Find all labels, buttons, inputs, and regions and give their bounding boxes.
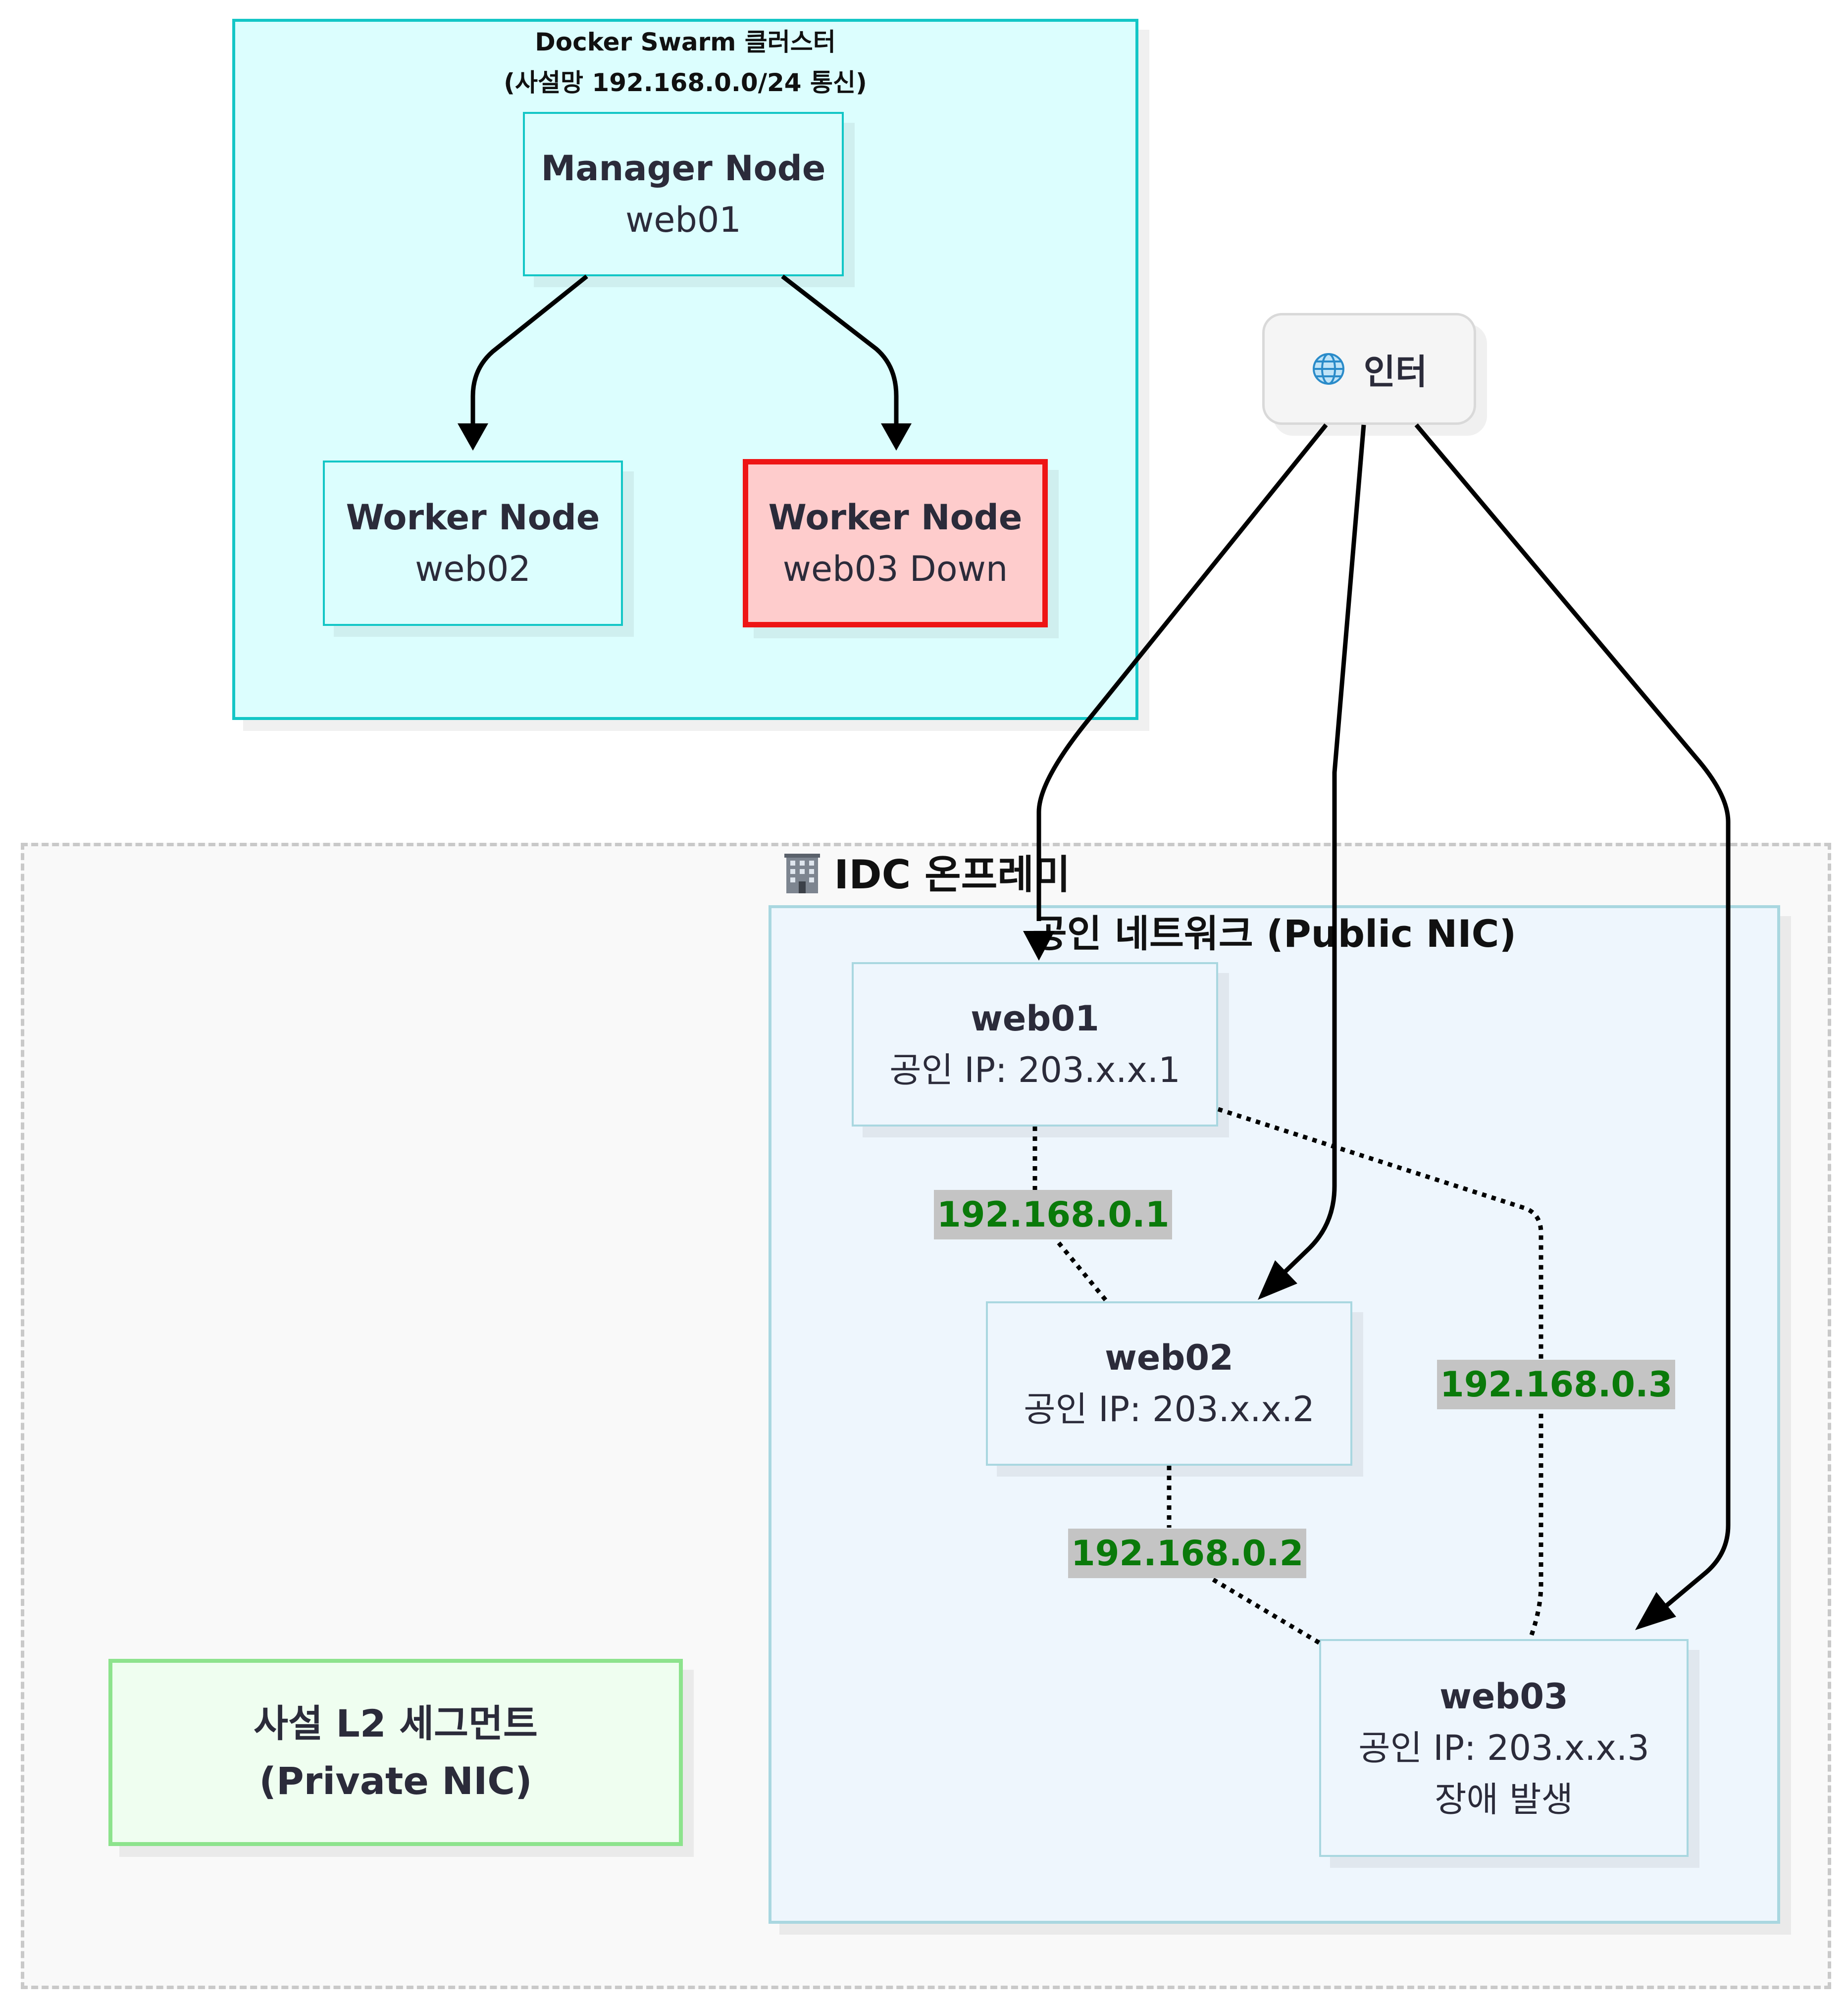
worker-node-web03[interactable]: Worker Node web03 Down [743, 459, 1048, 627]
idc-title: IDC 온프레미 [21, 848, 1831, 902]
web01-node[interactable]: web01 공인 IP: 203.x.x.1 [852, 962, 1218, 1127]
manager-node-title: Manager Node [541, 148, 826, 189]
link-web02-web03 [1167, 1466, 1321, 1645]
link-web01-web03 [1217, 1107, 1543, 1640]
globe-icon [1312, 353, 1344, 385]
web03-status: 장애 발생 [1435, 1779, 1573, 1820]
arrowhead-web01 [1023, 931, 1055, 961]
link-web01-web02 [1032, 1127, 1109, 1303]
public-network-title: 공인 네트워크 (Public NIC) [1032, 912, 1517, 956]
edge-manager-web02 [470, 274, 588, 426]
manager-node-host: web01 [625, 200, 741, 240]
private-l2-segment: 사설 L2 세그먼트 (Private NIC) [108, 1659, 683, 1846]
web01-ip: 공인 IP: 203.x.x.1 [889, 1050, 1181, 1090]
building-icon [784, 854, 821, 893]
cluster-title-line1: Docker Swarm 클러스터 [535, 28, 836, 56]
internet-label: 인터 [1363, 351, 1428, 392]
edge-label-ip1: 192.168.0.1 [934, 1190, 1173, 1239]
idc-title-text: IDC 온프레미 [834, 852, 1071, 898]
private-l2-title: 사설 L2 세그먼트 (Private NIC) [254, 1701, 538, 1803]
worker-node-web02-title: Worker Node [346, 497, 600, 538]
web02-node[interactable]: web02 공인 IP: 203.x.x.2 [986, 1301, 1352, 1466]
edge-internet-web02 [1278, 424, 1366, 1279]
web03-name: web03 [1439, 1676, 1568, 1717]
manager-node[interactable]: Manager Node web01 [523, 112, 844, 276]
worker-node-web02-host: web02 [415, 549, 531, 589]
arrowhead-web02 [458, 423, 488, 451]
arrowhead-web03-cluster [881, 423, 912, 451]
edge-label-ip2: 192.168.0.2 [1068, 1529, 1307, 1578]
edge-internet-web01 [1036, 423, 1328, 921]
web01-name: web01 [971, 998, 1099, 1039]
edge-internet-web03 [1414, 423, 1731, 1610]
worker-node-web02[interactable]: Worker Node web02 [323, 461, 623, 626]
arrowhead-web03-public [1635, 1592, 1676, 1630]
arrowhead-web02-public [1258, 1260, 1297, 1300]
web02-ip: 공인 IP: 203.x.x.2 [1024, 1389, 1315, 1430]
edge-manager-web03 [781, 274, 899, 426]
worker-node-web03-host: web03 Down [782, 549, 1008, 589]
web03-ip: 공인 IP: 203.x.x.3 [1358, 1728, 1649, 1768]
web02-name: web02 [1105, 1337, 1233, 1378]
worker-node-web03-title: Worker Node [768, 497, 1023, 538]
cluster-title: Docker Swarm 클러스터 (사설망 192.168.0.0/24 통신… [232, 22, 1138, 103]
cluster-title-line2: (사설망 192.168.0.0/24 통신) [504, 68, 867, 97]
web03-node[interactable]: web03 공인 IP: 203.x.x.3 장애 발생 [1319, 1639, 1689, 1857]
edge-label-ip3: 192.168.0.3 [1437, 1360, 1676, 1409]
internet-node[interactable]: 인터 [1262, 313, 1476, 425]
